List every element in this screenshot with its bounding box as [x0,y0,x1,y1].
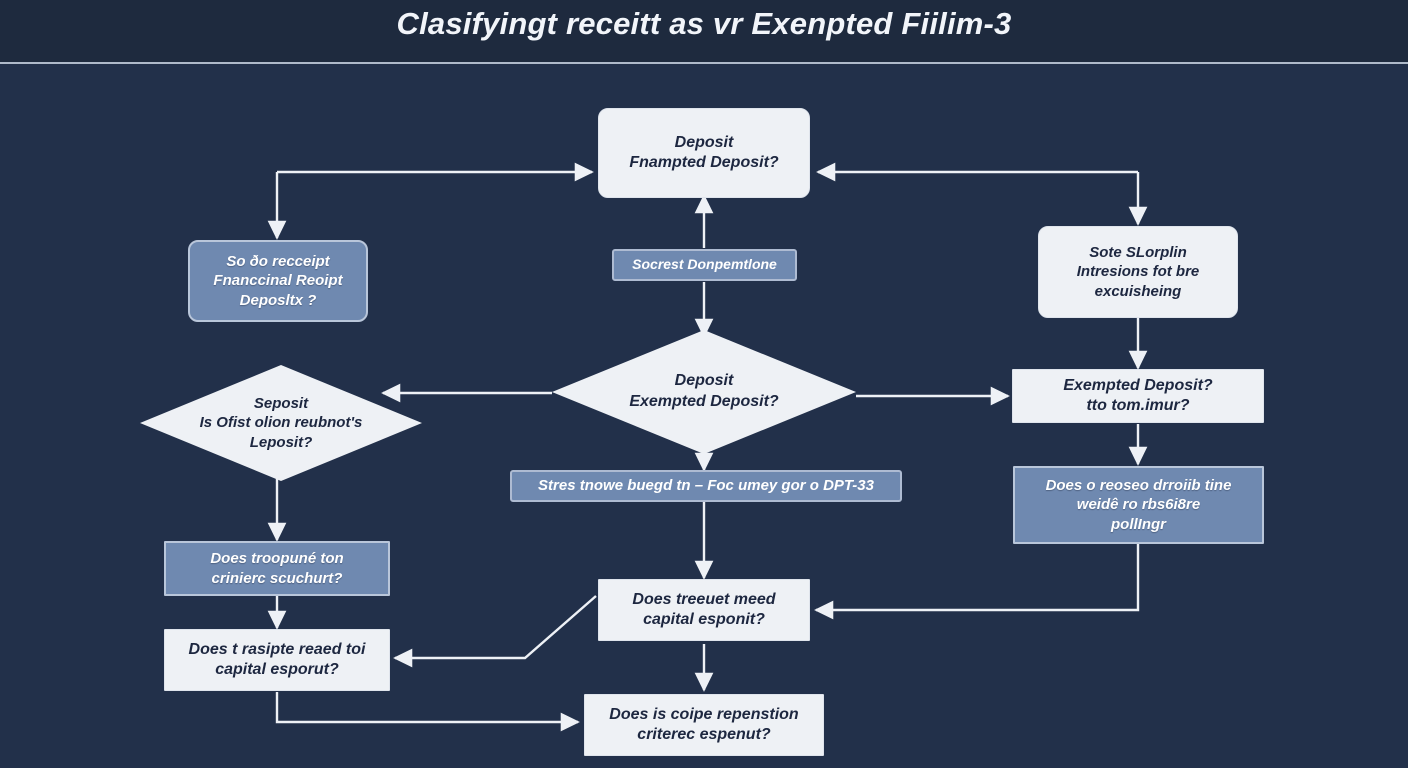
node-label: Does treeuet meed capital esponit? [632,590,776,628]
node-label: Sote SLorplin Intresions fot bre excuish… [1076,244,1200,300]
node-sote-slorplin[interactable]: Sote SLorplin Intresions fot bre excuish… [1038,226,1238,318]
node-troopune-crinierc[interactable]: Does troopuné ton crinierc scuchurt? [164,541,390,596]
node-reoseo-drroiib-tine[interactable]: Does o reoseo drroiib tine weidê ro rbs6… [1013,466,1264,544]
node-label: Does troopuné ton crinierc scuchurt? [210,550,344,587]
node-label: Deposit Exempted Deposit? [629,372,779,410]
header-divider [0,62,1408,64]
node-label: Deposit Fnampted Deposit? [629,133,779,171]
node-coipe-repenstion-criterec[interactable]: Does is coipe repenstion criterec espenu… [584,694,824,756]
edge-n12-n11 [393,595,597,668]
page-title: Clasifyingt receitt as vr Exenpted Fiili… [396,6,1012,41]
node-label: Does o reoseo drroiib tine weidê ro rbs6… [1045,477,1232,533]
node-treeuet-capital-esponit[interactable]: Does treeuet meed capital esponit? [598,579,810,641]
decision-seposit-ofist[interactable]: Seposit Is Ofist olion reubnot's Leposit… [140,365,422,481]
edge-n9-n12 [814,544,1140,620]
header-bar: Clasifyingt receitt as vr Exenpted Fiili… [0,0,1408,62]
node-rasipte-capital-esporut[interactable]: Does t rasipte reaed toi capital esporut… [164,629,390,691]
node-dpt-33-banner[interactable]: Stres tnowe buegd tn – Foc umey gor o DP… [510,470,902,502]
node-deposit-fnampted[interactable]: Deposit Fnampted Deposit? [598,108,810,198]
node-label: Exempted Deposit? tto tom.imur? [1063,376,1213,414]
node-label: Socrest Donpemtlone [632,256,777,273]
node-exempted-deposit-tom[interactable]: Exempted Deposit? tto tom.imur? [1012,369,1264,423]
node-financial-receipt-deposit[interactable]: So ðo recceipt Fnanccinal Reoipt Deposlt… [188,240,368,322]
node-label: Seposit Is Ofist olion reubnot's Leposit… [199,394,363,451]
node-label: So ðo recceipt Fnanccinal Reoipt Deposlt… [213,253,343,309]
node-socrest-donpemtlone[interactable]: Socrest Donpemtlone [612,249,797,281]
node-label: Stres tnowe buegd tn – Foc umey gor o DP… [538,477,874,495]
edge-n11-n13 [275,692,580,732]
decision-deposit-exempted[interactable]: Deposit Exempted Deposit? [552,330,856,454]
node-label: Does is coipe repenstion criterec espenu… [609,705,799,743]
node-label: Does t rasipte reaed toi capital esporut… [188,640,366,678]
